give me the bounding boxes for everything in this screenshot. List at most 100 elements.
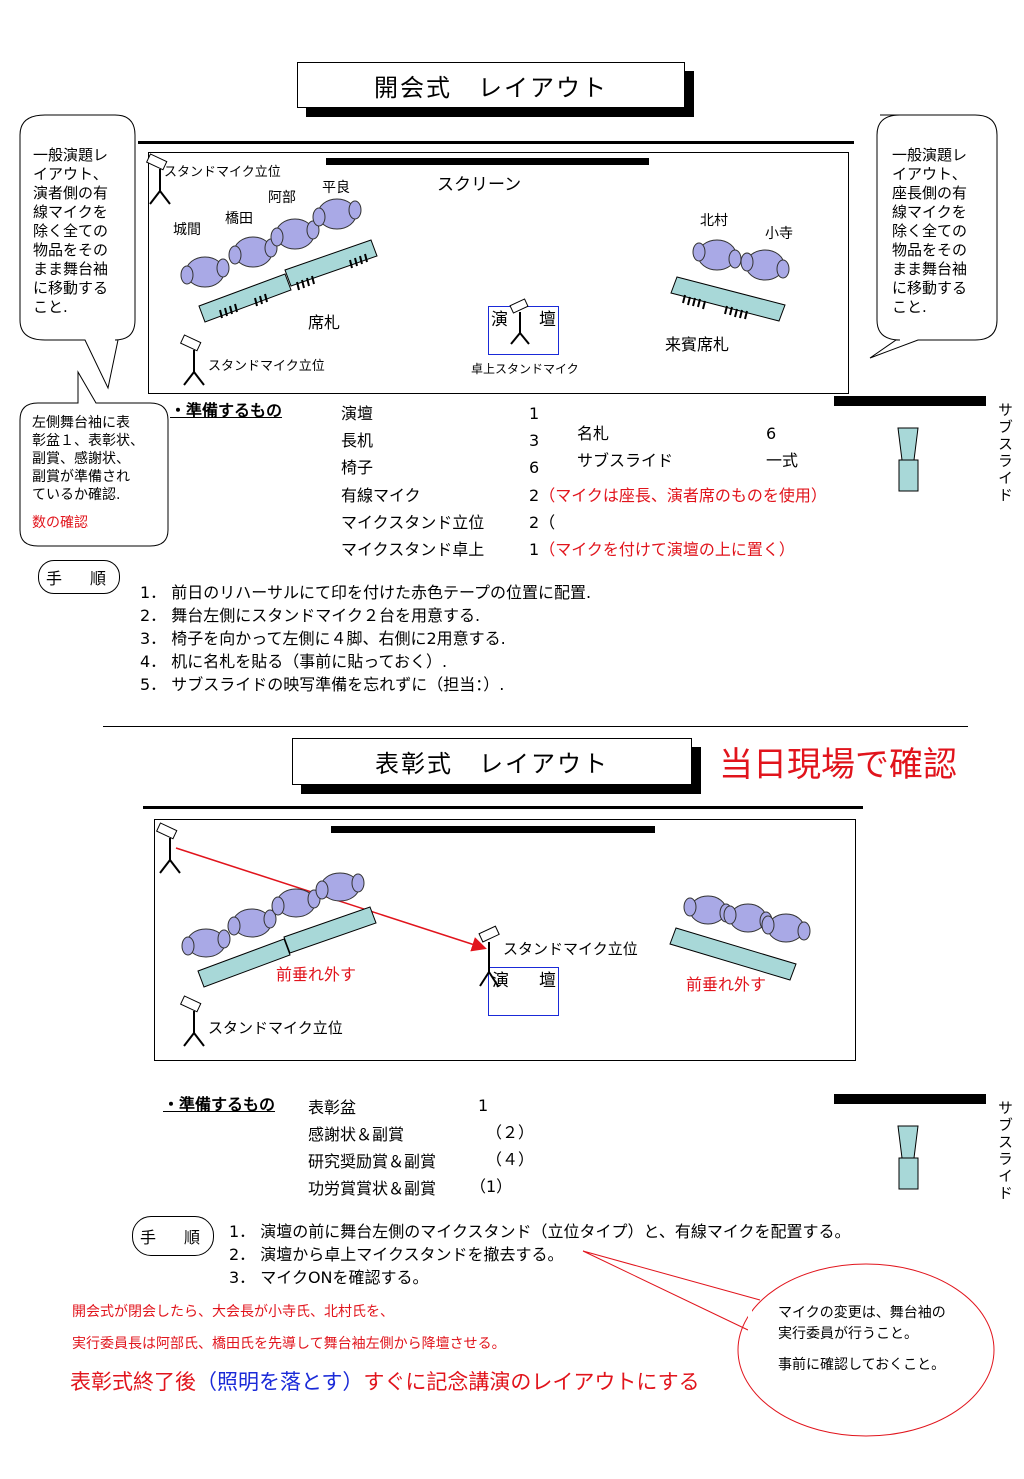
mic-stand-bottom-label: スタンドマイク立位 [208,359,325,374]
award-prep-item: 功労賞賞状＆副賞 [308,1179,437,1198]
opening-title: 開会式 レイアウト [374,73,608,102]
award-title: 表彰式 レイアウト [375,750,609,778]
projector-icon [897,1125,919,1190]
guest-seat-tag-label: 来賓席札 [665,335,730,354]
remove-front-left: 前垂れ外す [276,965,357,984]
award-podium-right-char: 壇 [539,971,556,991]
award-sub-slide-label: サブスライド [996,1100,1014,1202]
award-prep-item: 研究奨励賞＆副賞 [308,1152,437,1171]
prep-item-qty: 6 [529,458,540,478]
name-abe: 阿部 [268,190,296,206]
step-item: 3． 椅子を向かって左側に４脚、右側に2用意する. [140,629,506,648]
confirm-onsite: 当日現場で確認 [719,745,957,785]
award-rule [143,806,863,809]
top-rule [138,141,854,144]
step-item: 5． サブスライドの映写準備を忘れずに（担当：）. [140,675,505,694]
screen-label: スクリーン [437,175,522,195]
final-a: 表彰式終了後 [70,1370,196,1394]
projector-icon [897,427,919,492]
prep-item-name: 有線マイク [341,485,421,505]
prep-heading: ・準備するもの [170,401,283,420]
final-instruction: 表彰式終了後（照明を落とす）すぐに記念講演のレイアウトにする [70,1370,700,1394]
final-b: （照明を落とす） [196,1370,364,1394]
opening-title-box: 開会式 レイアウト [297,62,685,108]
step-item: 2． 舞台左側にスタンドマイク２台を用意する. [140,606,481,625]
note-line-2: 実行委員長は阿部氏、橋田氏を先導して舞台袖左側から降壇させる。 [72,1336,506,1352]
prep-item-note: （マイクを付けて演壇の上に置く） [539,540,795,560]
award-podium-left-char: 演 [492,971,509,991]
name-kitamura: 北村 [700,213,728,229]
ellipse-line-2: 実行委員が行うこと。 [778,1326,918,1342]
sub-slide-label: サブスライド [996,402,1014,504]
award-prep-qty: （1） [470,1177,513,1196]
tabletop-mic-label: 卓上スタンドマイク [471,362,579,376]
award-prep-qty: （２） [486,1123,535,1142]
prep-item-qty: 3 [529,431,540,451]
note-line-1: 開会式が閉会したら、大会長が小寺氏、北村氏を、 [72,1304,394,1320]
mic-stand-icon [145,153,171,205]
podium-left-char: 演 [491,310,508,330]
final-c: すぐに記念講演のレイアウトにする [363,1370,700,1394]
opening-stage-frame [148,152,849,394]
prep-item-name: 椅子 [341,458,374,478]
right-callout-text: 一般演題レ イアウト、 座長側の有 線マイクを 除く全ての 物品をその まま舞台… [892,146,968,317]
award-step-item: 1． 演壇の前に舞台左側のマイクスタンド（立位タイプ）と、有線マイクを配置する。 [229,1222,851,1241]
award-mic-podium-label: スタンドマイク立位 [503,940,638,958]
podium-right-char: 壇 [539,310,556,330]
ellipse-line-1: マイクの変更は、舞台袖の [778,1305,946,1321]
prep-item2-name: 名札 [577,424,610,443]
award-mic-bottom-label: スタンドマイク立位 [208,1019,343,1037]
seat-tag-label: 席札 [308,313,341,332]
section-divider [103,726,968,727]
award-prep-list: 表彰盆 感謝状＆副賞 研究奨励賞＆副賞 功労賞賞状＆副賞 [308,1094,436,1202]
award-step-item: 2． 演壇から卓上マイクスタンドを撤去する。 [229,1245,564,1264]
opening-screen-bar [326,158,649,165]
prep-item-qty: 2 [529,485,540,505]
award-screen-bar [331,826,655,833]
prep-item-qty: 1 [529,540,540,560]
mic-stand-top-label: スタンドマイク立位 [164,165,281,180]
name-taira: 平良 [322,180,350,196]
prep-qty-list: 1 3 6 2（マイクは座長、演者席のものを使用） 2（ 1（マイクを付けて演壇… [529,400,827,563]
mic-stand-icon [179,334,205,386]
award-podium [488,967,559,1016]
name-jouma: 城間 [173,222,201,238]
tabletop-mic-icon [509,298,530,345]
prep-item-name: 長机 [341,431,374,451]
award-stage-frame [154,819,856,1061]
prep-list-2: 名札 サブスライド [577,420,673,474]
award-prep-item: 表彰盆 [308,1098,357,1117]
award-prep-qty: 1 [478,1096,489,1115]
mic-stand-icon [155,822,181,874]
award-steps-label: 手 順 [139,1228,206,1247]
prep-item2-qty: 一式 [766,451,799,470]
award-title-box: 表彰式 レイアウト [292,738,692,785]
prep-item-name: マイクスタンド立位 [341,512,485,532]
prep-item2-name: サブスライド [577,451,674,470]
prep-item-qty: 1 [529,404,540,423]
mic-stand-icon [179,995,205,1047]
prep-item-qty: 2（ [529,512,556,532]
remove-front-right: 前垂れ外す [686,975,767,994]
award-prep-item: 感謝状＆副賞 [308,1125,405,1144]
name-kotera: 小寺 [765,226,793,242]
award-steps-label-box: 手 順 [132,1216,214,1256]
award-step-item: 3． マイクONを確認する。 [229,1268,429,1287]
prep-item-note: （マイクは座長、演者席のものを使用） [539,485,827,505]
award-prep-qty: （４） [486,1150,535,1169]
steps-list: 1． 前日のリハーサルにて印を付けた赤色テープの位置に配置. 2． 舞台左側にス… [140,581,591,696]
steps-label-box: 手 順 [38,560,120,594]
steps-label: 手 順 [45,569,112,588]
sub-slide-bar [834,396,986,406]
award-right-tables-chairs [669,895,811,981]
check-callout-red: 数の確認 [32,515,88,531]
name-hashida: 橋田 [225,211,253,227]
prep-list: 演壇 長机 椅子 有線マイク マイクスタンド立位 マイクスタンド卓上 [341,400,484,563]
prep-item-name: マイクスタンド卓上 [341,540,485,560]
award-left-tables-chairs [181,872,377,988]
prep-item2-qty: 6 [766,424,777,443]
check-callout-text: 左側舞台袖に表 彰盆１、表彰状、 副賞、感謝状、 副賞が準備され ているか確認. [32,415,144,503]
prep-list-2-qty: 6 一式 [766,420,798,474]
award-steps-list: 1． 演壇の前に舞台左側のマイクスタンド（立位タイプ）と、有線マイクを配置する。… [229,1220,851,1289]
step-item: 4． 机に名札を貼る（事前に貼っておく）. [140,652,448,671]
